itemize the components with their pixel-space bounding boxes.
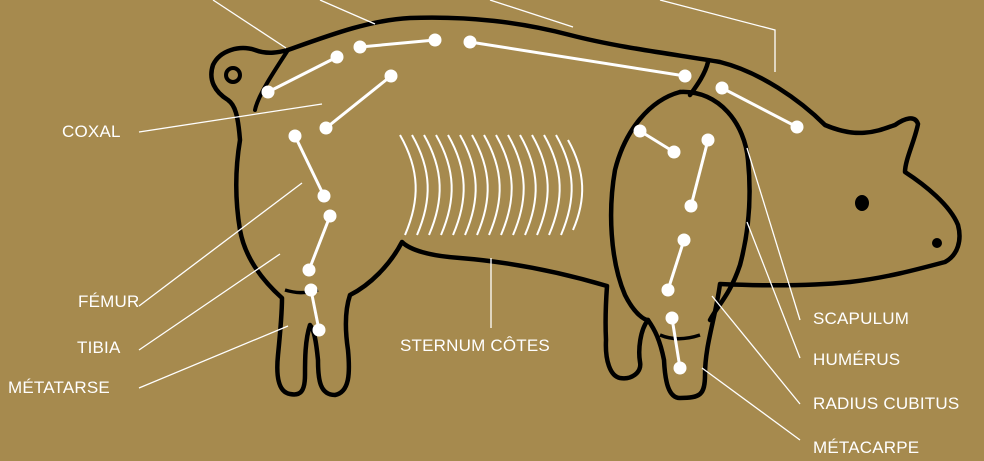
label-scapulum: SCAPULUM xyxy=(813,309,909,329)
label-tibia: TIBIA xyxy=(77,338,121,358)
label-humerus: HUMÉRUS xyxy=(813,350,900,370)
pig-body-outline xyxy=(211,18,959,398)
eye xyxy=(855,195,869,211)
label-sternum-cotes: STERNUM CÔTES xyxy=(400,336,550,356)
label-metacarpe: MÉTACARPE xyxy=(813,438,919,458)
label-metatarse: MÉTATARSE xyxy=(8,378,110,398)
nostril xyxy=(932,238,942,248)
label-radius-cubitus: RADIUS CUBITUS xyxy=(813,394,959,414)
label-coxal: COXAL xyxy=(62,122,121,142)
label-femur: FÉMUR xyxy=(78,292,139,312)
ear-hole xyxy=(226,68,240,82)
